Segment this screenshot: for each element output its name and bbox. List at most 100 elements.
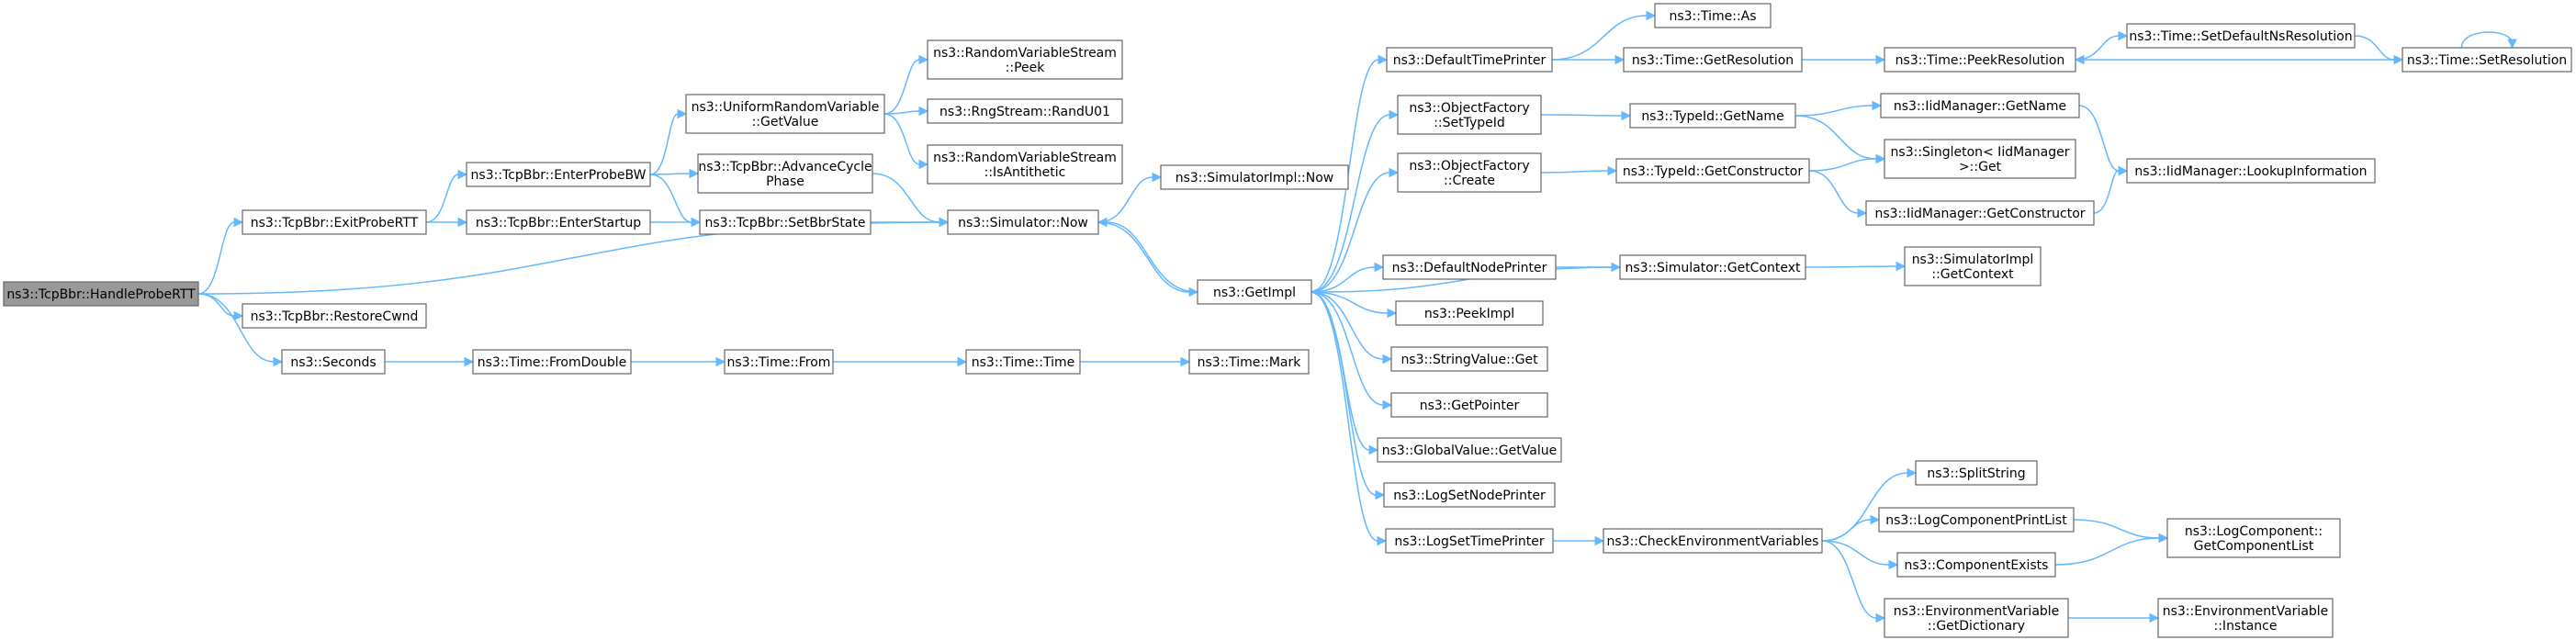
edge-arrowhead [918, 159, 929, 170]
edge-time_set_resolution-to-time_peek_resolution [2074, 54, 2402, 65]
edge-line [2460, 31, 2514, 49]
node-time-get-resolution[interactable]: ns3::Time::GetResolution [1623, 47, 1803, 73]
node-default-node-printer[interactable]: ns3::DefaultNodePrinter [1382, 254, 1557, 280]
node-iid-lookup-information[interactable]: ns3::IidManager::LookupInformation [2126, 158, 2376, 184]
node-exit-probe-rtt[interactable]: ns3::TcpBbr::ExitProbeRTT [242, 209, 427, 235]
node-of-set-type-id[interactable]: ns3::ObjectFactory::SetTypeId [1397, 95, 1542, 135]
node-restore-cwnd[interactable]: ns3::TcpBbr::RestoreCwnd [242, 303, 427, 329]
node-box [1904, 246, 2042, 286]
node-box [2126, 158, 2376, 184]
node-simulator-get-context[interactable]: ns3::Simulator::GetContext [1619, 254, 1806, 280]
node-label: ns3::Time::Time [972, 355, 1074, 370]
edge-get_impl-to-of_create [1310, 167, 1400, 293]
node-rvs-peek[interactable]: ns3::RandomVariableStream::Peek [927, 39, 1123, 80]
node-time-time[interactable]: ns3::Time::Time [965, 349, 1081, 375]
node-box [1390, 346, 1548, 372]
node-log-set-time-printer[interactable]: ns3::LogSetTimePrinter [1385, 528, 1554, 554]
node-box [1623, 47, 1803, 73]
edge-arrowhead [457, 217, 468, 228]
node-default-time-printer[interactable]: ns3::DefaultTimePrinter [1386, 47, 1553, 73]
node-enter-probe-bw[interactable]: ns3::TcpBbr::EnterProbeBW [466, 162, 651, 187]
node-simimpl-now[interactable]: ns3::SimulatorImpl::Now [1160, 164, 1349, 190]
node-log-component-get-component-list[interactable]: ns3::LogComponent::GetComponentList [2166, 518, 2341, 558]
edge-default_time_printer-to-time_as [1551, 10, 1657, 61]
edge-get_impl-to-of_set_type_id [1310, 109, 1400, 293]
node-simulator-now[interactable]: ns3::Simulator::Now [947, 209, 1099, 235]
node-iid-get-name[interactable]: ns3::IidManager::GetName [1880, 93, 2080, 118]
node-env-var-instance[interactable]: ns3::EnvironmentVariable::Instance [2157, 598, 2334, 638]
node-time-set-resolution[interactable]: ns3::Time::SetResolution [2402, 47, 2572, 73]
edge-line [1310, 291, 1389, 314]
edge-urv_get_value-to-rng_rand_u01 [883, 106, 929, 117]
edge-line [1310, 291, 1378, 542]
node-simimpl-get-context[interactable]: ns3::SimulatorImpl::GetContext [1904, 246, 2042, 286]
node-box [1865, 200, 2095, 226]
edge-arrowhead [1621, 110, 1632, 121]
edge-arrowhead [1310, 286, 1321, 298]
node-of-create[interactable]: ns3::ObjectFactory::Create [1397, 152, 1542, 193]
node-global-value-get-value[interactable]: ns3::GlobalValue::GetValue [1377, 437, 1562, 463]
edge-arrowhead [1382, 399, 1393, 410]
node-box [1397, 95, 1542, 135]
node-time-as[interactable]: ns3::Time::As [1654, 3, 1772, 28]
node-enter-startup[interactable]: ns3::TcpBbr::EnterStartup [466, 209, 651, 235]
node-handle-probe-rtt[interactable]: ns3::TcpBbr::HandleProbeRTT [3, 281, 199, 307]
node-typeid-get-constructor[interactable]: ns3::TypeId::GetConstructor [1615, 158, 1810, 184]
node-split-string[interactable]: ns3::SplitString [1915, 460, 2038, 486]
node-label: ns3::GetPointer [1420, 399, 1520, 413]
edge-arrowhead [464, 356, 475, 367]
node-get-impl[interactable]: ns3::GetImpl [1197, 279, 1312, 305]
node-label: ns3::GetImpl [1213, 286, 1296, 300]
edge-log_set_time_printer-to-check_env_vars [1553, 535, 1605, 546]
edge-arrowhead [1594, 535, 1605, 546]
edge-get_impl-to-simulator_now [1097, 217, 1198, 293]
edge-arrowhead [689, 168, 700, 179]
node-box [1878, 507, 2075, 533]
edge-typeid_get_constructor-to-iid_get_constructor [1808, 170, 1868, 219]
node-time-set-default-ns-resolution[interactable]: ns3::Time::SetDefaultNsResolution [2126, 23, 2356, 49]
node-env-var-get-dictionary[interactable]: ns3::EnvironmentVariable::GetDictionary [1884, 598, 2069, 638]
node-box [927, 98, 1123, 124]
node-peek-impl[interactable]: ns3::PeekImpl [1395, 300, 1544, 326]
node-box [947, 209, 1099, 235]
edge-arrowhead [2118, 165, 2129, 176]
edge-line [1106, 221, 1198, 293]
node-iid-get-constructor[interactable]: ns3::IidManager::GetConstructor [1865, 200, 2095, 226]
node-check-env-vars[interactable]: ns3::CheckEnvironmentVariables [1603, 528, 1823, 554]
node-time-mark[interactable]: ns3::Time::Mark [1188, 349, 1310, 375]
node-string-value-get[interactable]: ns3::StringValue::Get [1390, 346, 1548, 372]
node-time-from-double[interactable]: ns3::Time::FromDouble [472, 349, 632, 375]
node-log-set-node-printer[interactable]: ns3::LogSetNodePrinter [1383, 482, 1556, 508]
edge-arrowhead [1374, 262, 1385, 273]
edge-env_var_get_dictionary-to-env_var_instance [2068, 612, 2160, 623]
edge-get_impl-to-default_node_printer [1310, 262, 1385, 293]
edge-arrowhead [1875, 153, 1886, 164]
edge-arrowhead [273, 356, 284, 367]
node-rng-rand-u01[interactable]: ns3::RngStream::RandU01 [927, 98, 1123, 124]
edge-line [1097, 221, 1190, 293]
node-box [1397, 152, 1542, 193]
node-time-from[interactable]: ns3::Time::From [724, 349, 834, 375]
node-box [1884, 139, 2076, 179]
edge-line [2354, 35, 2395, 61]
node-typeid-get-name[interactable]: ns3::TypeId::GetName [1629, 103, 1796, 129]
node-box [1880, 93, 2080, 118]
node-box [281, 349, 386, 375]
edge-arrowhead [1907, 467, 1918, 478]
edge-arrowhead [1875, 612, 1886, 623]
node-label: ns3::Seconds [290, 355, 376, 370]
edge-of_set_type_id-to-typeid_get_name [1540, 110, 1632, 121]
node-label: ::GetValue [752, 115, 819, 129]
node-label: ns3::Time::As [1669, 9, 1756, 24]
node-urv-get-value[interactable]: ns3::UniformRandomVariable::GetValue [685, 94, 885, 134]
node-set-bbr-state[interactable]: ns3::TcpBbr::SetBbrState [699, 209, 872, 235]
node-rvs-is-antithetic[interactable]: ns3::RandomVariableStream::IsAntithetic [927, 144, 1123, 185]
node-box [1915, 460, 2038, 486]
node-component-exists[interactable]: ns3::ComponentExists [1896, 552, 2056, 578]
node-get-pointer[interactable]: ns3::GetPointer [1390, 392, 1548, 418]
node-log-component-print-list[interactable]: ns3::LogComponentPrintList [1878, 507, 2075, 533]
node-seconds[interactable]: ns3::Seconds [281, 349, 386, 375]
node-singleton-get[interactable]: ns3::Singleton< IidManager >::Get [1884, 139, 2076, 179]
node-time-peek-resolution[interactable]: ns3::Time::PeekResolution [1884, 47, 2076, 73]
